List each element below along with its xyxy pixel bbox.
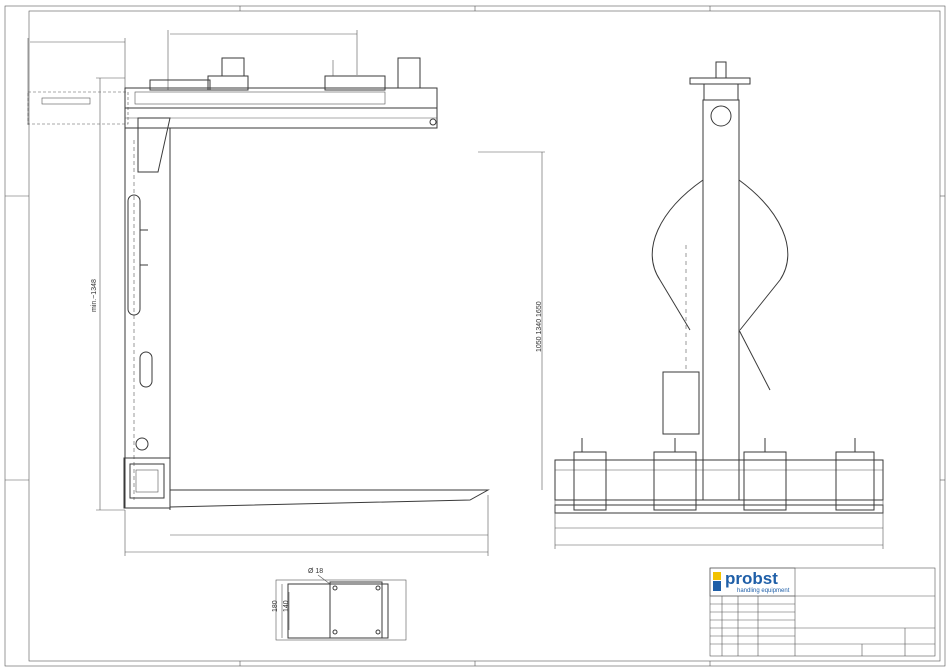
logo-yellow-square bbox=[713, 572, 721, 580]
detail-height-180: 180 bbox=[272, 600, 279, 612]
sheet-frame bbox=[5, 6, 945, 666]
brand-tagline: handling equipment bbox=[737, 588, 790, 594]
title-block: probst handling equipment bbox=[710, 568, 935, 656]
detail-height-140: 140 bbox=[283, 600, 290, 612]
side-view: 1050 1340 1650 min.~1348 bbox=[28, 30, 545, 556]
fork-height-dimension: 1050 1340 1650 bbox=[536, 301, 543, 352]
detail-diameter: Ø 18 bbox=[308, 568, 323, 575]
front-view bbox=[555, 62, 883, 549]
detail-view: 180 140 Ø 18 bbox=[272, 568, 406, 640]
brand-name: probst bbox=[725, 569, 778, 588]
min-height-dimension: min.~1348 bbox=[91, 279, 98, 312]
logo-blue-square bbox=[713, 581, 721, 591]
